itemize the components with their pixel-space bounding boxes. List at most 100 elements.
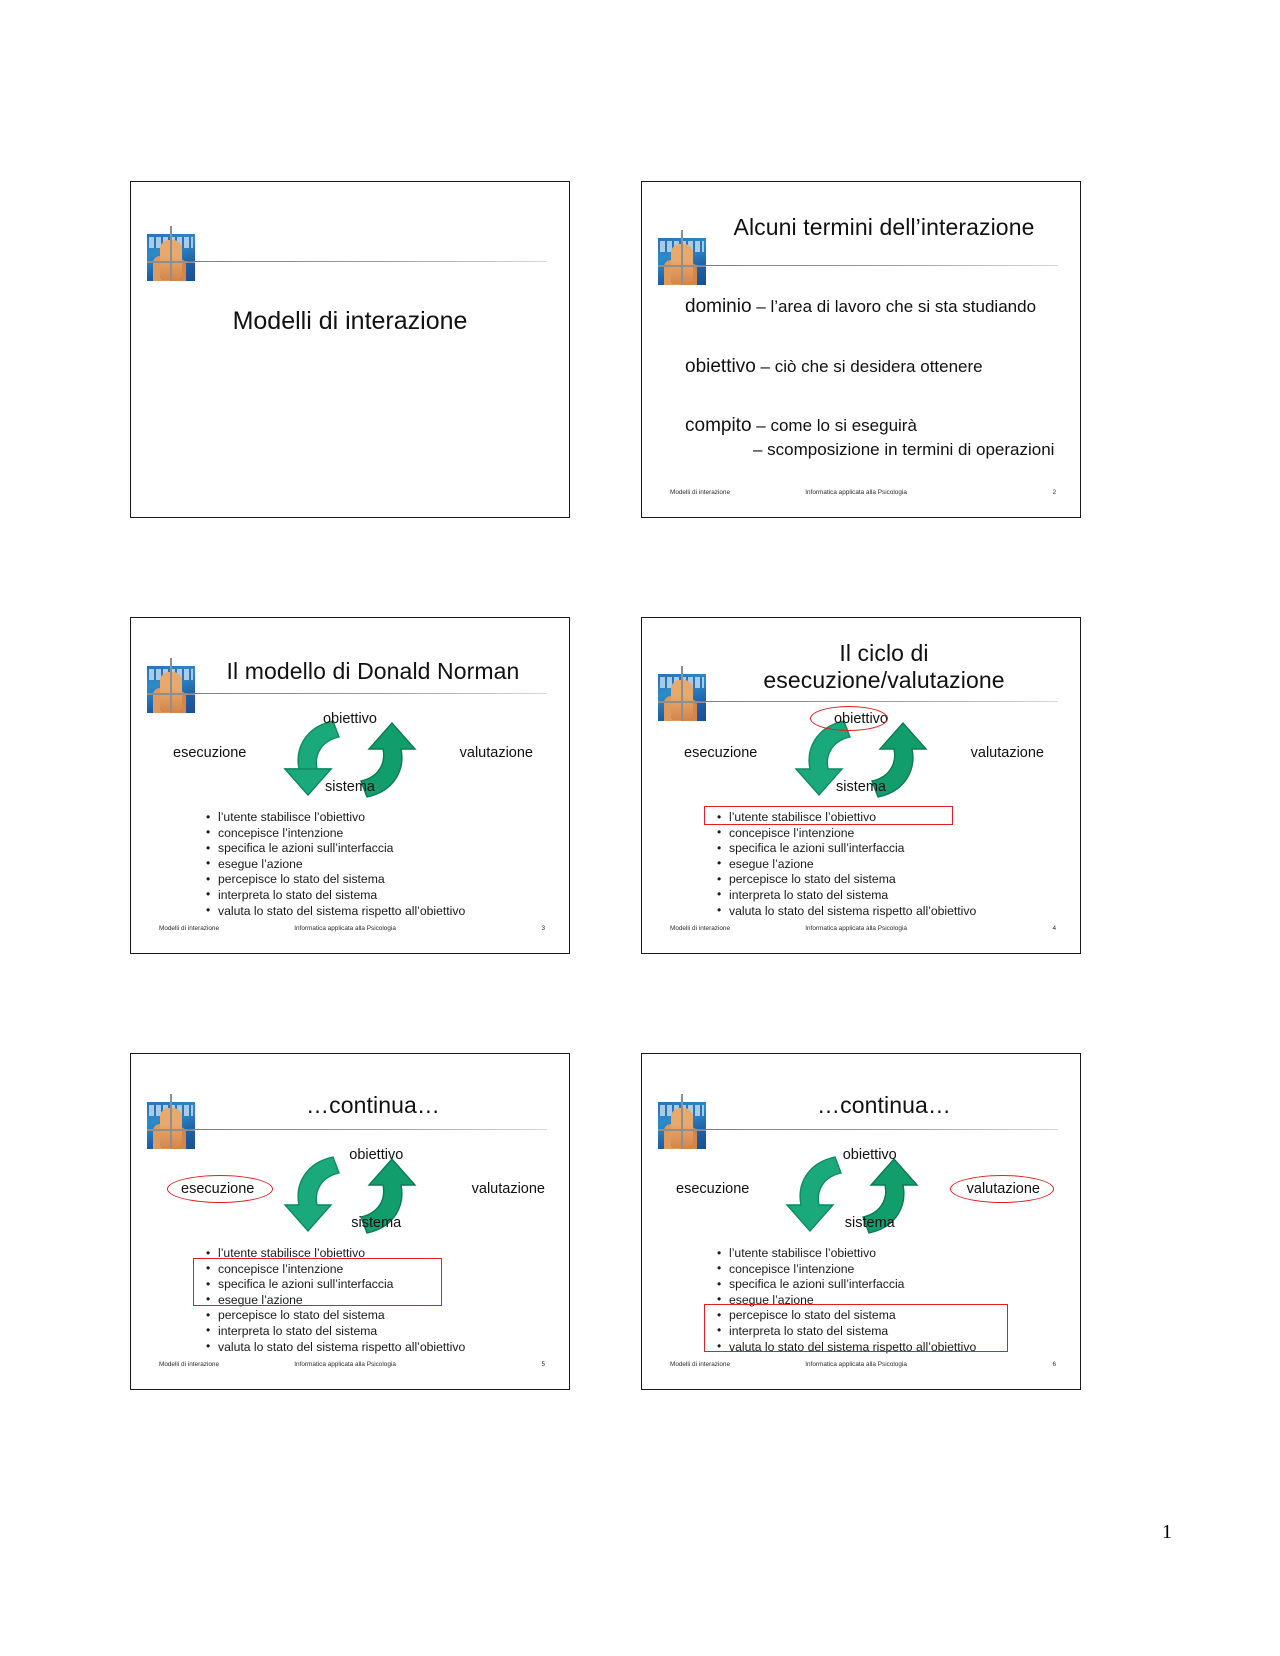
bullet-list: l’utente stabilisce l’obiettivo concepis… — [704, 806, 1066, 920]
list-item: specifica le azioni sull’interfaccia — [716, 841, 1066, 857]
list-item: esegue l’azione — [716, 856, 1066, 873]
slide-4[interactable]: Il ciclo di esecuzione/valutazione obiet… — [641, 617, 1081, 954]
hand-pointing-icon — [147, 1094, 195, 1149]
list-item: esegue l’azione — [205, 1292, 555, 1309]
footer-left: Modelli di interazione — [159, 925, 220, 932]
list-item: valuta lo stato del sistema rispetto all… — [716, 1339, 1066, 1356]
slide-footer: Modelli di interazione Informatica appli… — [666, 1361, 1062, 1372]
cycle-label-right: valutazione — [459, 745, 533, 761]
footer-left: Modelli di interazione — [670, 1361, 731, 1368]
footer-center: Informatica applicata alla Psicologia — [805, 1361, 907, 1368]
slide-5[interactable]: …continua… obiettivo sistema esecuzione … — [130, 1053, 570, 1390]
footer-left: Modelli di interazione — [670, 925, 731, 932]
title-rule — [698, 701, 1058, 703]
hand-pointing-icon — [658, 1094, 706, 1149]
cycle-label-right: valutazione — [966, 1181, 1040, 1197]
slide-footer: Modelli di interazione Informatica appli… — [155, 925, 551, 936]
list-item: concepisce l’intenzione — [205, 825, 555, 842]
hand-pointing-icon — [147, 658, 195, 713]
cycle-label-bottom: sistema — [325, 779, 375, 795]
list-item: l’utente stabilisce l’obiettivo — [716, 810, 1066, 826]
slide-2-title: Alcuni termini dell’interazione — [733, 214, 1035, 240]
slide-4-title-line-1: Il ciclo di — [839, 640, 929, 666]
cycle-label-bottom: sistema — [836, 779, 886, 795]
list-item: valuta lo stato del sistema rispetto all… — [205, 1339, 555, 1356]
list-item: valuta lo stato del sistema rispetto all… — [716, 903, 1066, 920]
slide-1-title: Modelli di interazione — [232, 307, 468, 335]
execution-evaluation-cycle: obiettivo sistema esecuzione valutazione — [642, 1147, 1080, 1243]
slide-4-title: Il ciclo di esecuzione/valutazione — [702, 640, 1066, 694]
title-rule — [698, 1129, 1058, 1131]
term-dash: – — [756, 297, 766, 316]
cycle-label-top: obiettivo — [842, 1147, 897, 1163]
cycle-label-bottom: sistema — [844, 1215, 895, 1231]
list-item: interpreta lo stato del sistema — [205, 887, 555, 904]
list-item: percepisce lo stato del sistema — [205, 872, 555, 888]
cycle-label-left: esecuzione — [181, 1181, 255, 1197]
term-item: obiettivo – ciò che si desidera ottenere — [685, 354, 1066, 380]
list-item: interpreta lo stato del sistema — [716, 887, 1066, 904]
title-rule — [187, 1129, 547, 1131]
cycle-label-right: valutazione — [471, 1181, 545, 1197]
cycle-label-bottom: sistema — [351, 1215, 402, 1231]
list-item: l’utente stabilisce l’obiettivo — [716, 1246, 1066, 1262]
hand-pointing-icon — [147, 226, 195, 281]
cycle-label-right: valutazione — [970, 745, 1044, 761]
slide-3[interactable]: Il modello di Donald Norman obiettivo si… — [130, 617, 570, 954]
footer-page-number: 2 — [1052, 489, 1056, 496]
cycle-label-top: obiettivo — [322, 711, 378, 727]
execution-evaluation-cycle: obiettivo sistema esecuzione valutazione — [131, 1147, 569, 1243]
footer-page-number: 3 — [541, 925, 545, 932]
term-body: l’area di lavoro che si sta studiando — [770, 297, 1037, 316]
bullet-list: l’utente stabilisce l’obiettivo concepis… — [205, 810, 555, 919]
title-rule — [187, 693, 547, 695]
slide-1[interactable]: Modelli di interazione — [130, 181, 570, 518]
list-item: specifica le azioni sull’interfaccia — [205, 1277, 555, 1293]
cycle-arrows-icon — [283, 1156, 417, 1234]
slide-2[interactable]: Alcuni termini dell’interazione dominio … — [641, 181, 1081, 518]
term-subline: – scomposizione in termini di operazioni — [753, 439, 1055, 459]
execution-evaluation-cycle: obiettivo sistema esecuzione valutazione — [642, 706, 1080, 807]
footer-center: Informatica applicata alla Psicologia — [294, 1361, 396, 1368]
cycle-label-top: obiettivo — [349, 1147, 404, 1163]
footer-page-number: 4 — [1052, 925, 1056, 932]
slide-6[interactable]: …continua… obiettivo sistema esecuzione … — [641, 1053, 1081, 1390]
term-head: compito — [685, 415, 752, 437]
list-item: percepisce lo stato del sistema — [205, 1308, 555, 1324]
footer-center: Informatica applicata alla Psicologia — [805, 489, 907, 496]
list-item: interpreta lo stato del sistema — [716, 1323, 1066, 1340]
cycle-arrows-icon — [785, 1156, 919, 1234]
list-item: esegue l’azione — [716, 1292, 1066, 1309]
footer-center: Informatica applicata alla Psicologia — [805, 925, 907, 932]
list-item: interpreta lo stato del sistema — [205, 1323, 555, 1340]
bullet-list: l’utente stabilisce l’obiettivo concepis… — [704, 1246, 1066, 1356]
list-item: l’utente stabilisce l’obiettivo — [205, 1246, 555, 1262]
title-rule — [698, 265, 1058, 267]
footer-left: Modelli di interazione — [670, 489, 731, 496]
list-item: concepisce l’intenzione — [205, 1261, 555, 1278]
term-item: dominio – l’area di lavoro che si sta st… — [685, 294, 1066, 320]
list-item: percepisce lo stato del sistema — [716, 1308, 1066, 1324]
cycle-label-left: esecuzione — [173, 745, 247, 761]
list-item: l’utente stabilisce l’obiettivo — [205, 810, 555, 826]
cycle-label-left: esecuzione — [684, 745, 758, 761]
term-head: dominio — [685, 296, 752, 317]
slide-footer: Modelli di interazione Informatica appli… — [666, 489, 1062, 500]
slide-3-title: Il modello di Donald Norman — [226, 658, 520, 684]
hand-pointing-icon — [658, 230, 706, 285]
term-item: compito – come lo si eseguirà – scomposi… — [685, 413, 1066, 462]
term-head: obiettivo — [685, 355, 756, 377]
page-number: 1 — [1162, 1521, 1172, 1543]
list-item: specifica le azioni sull’interfaccia — [205, 841, 555, 857]
cycle-arrows-icon — [794, 720, 928, 798]
slide-footer: Modelli di interazione Informatica appli… — [666, 925, 1062, 936]
slide-footer: Modelli di interazione Informatica appli… — [155, 1361, 551, 1372]
list-item: valuta lo stato del sistema rispetto all… — [205, 903, 555, 920]
title-rule — [187, 261, 547, 263]
slide-6-title: …continua… — [817, 1092, 951, 1118]
cycle-label-top: obiettivo — [833, 711, 889, 727]
list-item: concepisce l’intenzione — [716, 825, 1066, 842]
hand-pointing-icon — [658, 666, 706, 721]
bullet-list: l’utente stabilisce l’obiettivo concepis… — [193, 1246, 555, 1356]
